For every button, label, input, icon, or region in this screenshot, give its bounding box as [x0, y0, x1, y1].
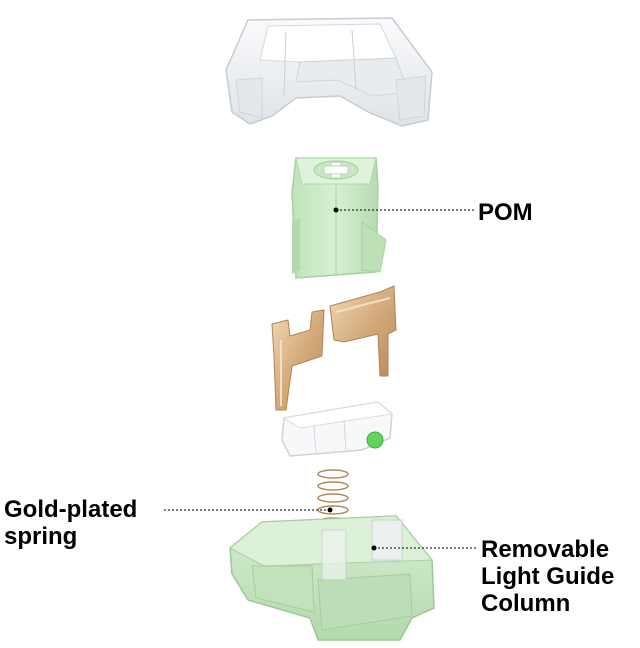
- leader-dot-light-guide: [371, 545, 377, 551]
- light-guide-column: [281, 401, 394, 457]
- pom-stem: [291, 157, 387, 279]
- pom-label-line: POM: [478, 199, 533, 226]
- light-guide-label-line-1: Removable: [481, 536, 610, 563]
- light-guide-label-line-2: Light Guide: [481, 563, 615, 590]
- clear-top-housing: [225, 17, 433, 127]
- bottom-housing: [229, 515, 435, 641]
- pom-label: POM: [478, 199, 533, 226]
- light-guide-label: Removable Light Guide Column: [481, 536, 614, 617]
- spring-label-line-1: Gold-plated: [4, 496, 138, 523]
- leader-lines: [164, 207, 476, 551]
- leader-dot-spring: [327, 507, 333, 513]
- light-guide-label-line-3: Column: [481, 590, 571, 617]
- gold-contact-leaf-right: [329, 285, 397, 377]
- gold-contact-leaf-left: [271, 309, 325, 411]
- spring-label-line-2: spring: [4, 523, 78, 550]
- gold-plated-spring-label: Gold-plated spring: [4, 496, 137, 550]
- leader-dot-pom: [333, 207, 339, 213]
